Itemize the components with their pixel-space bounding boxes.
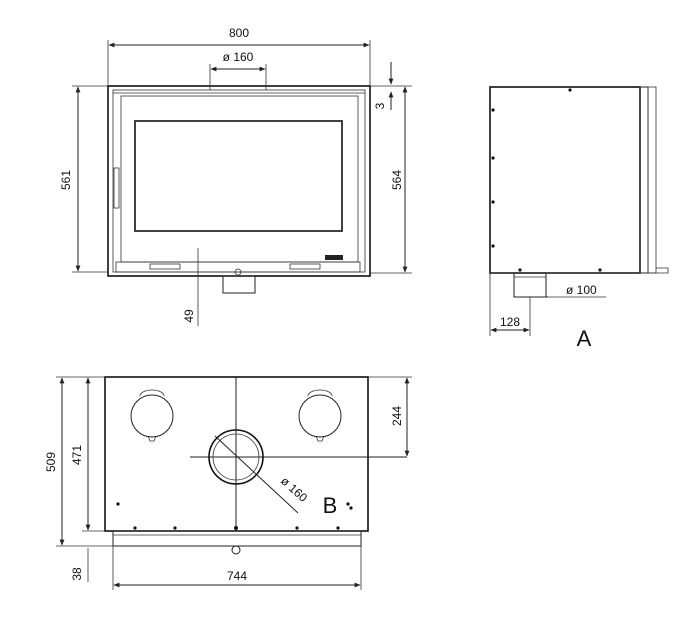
top-flue-inner [212, 433, 260, 481]
top-bottom-strip [112, 530, 362, 547]
front-glass-window [134, 120, 343, 232]
top-flue-label: ø 160 [278, 474, 310, 505]
front-offset-top-label: 3 [373, 102, 387, 109]
top-knockout-left [130, 394, 174, 438]
side-view-letter: A [577, 326, 592, 351]
front-bottom-strip [115, 261, 361, 273]
top-view-letter: B [323, 493, 338, 518]
side-view: ø 100 128 A [489, 86, 669, 351]
front-outer-frame [107, 85, 371, 277]
top-flue-leader [214, 435, 299, 514]
front-control-lever [325, 255, 343, 260]
front-flue-label: ø 160 [223, 50, 254, 64]
front-width-label: 800 [229, 26, 249, 40]
side-depth-label: 128 [500, 315, 520, 329]
top-flue-outer [208, 429, 264, 485]
top-view: ø 160 B 244 509 471 38 [44, 376, 412, 590]
front-height-left-label: 561 [59, 170, 73, 190]
top-width-label: 744 [227, 569, 247, 583]
front-bottom-offset-label: 49 [182, 309, 196, 323]
top-height-outer-label: 509 [44, 452, 58, 472]
top-height-inner-label: 471 [70, 445, 84, 465]
front-inner-frame [112, 89, 366, 273]
front-height-right-label: 564 [390, 170, 404, 190]
top-knockout-right [298, 394, 342, 438]
front-bottom-flue [222, 275, 256, 294]
side-flue-label: ø 100 [566, 283, 597, 297]
top-bottom-strip-label: 38 [70, 567, 84, 581]
side-body [489, 86, 641, 274]
top-control-knob [231, 545, 241, 555]
front-view: 800 ø 160 561 564 3 49 [59, 26, 412, 326]
top-center-offset-label: 244 [390, 406, 404, 426]
